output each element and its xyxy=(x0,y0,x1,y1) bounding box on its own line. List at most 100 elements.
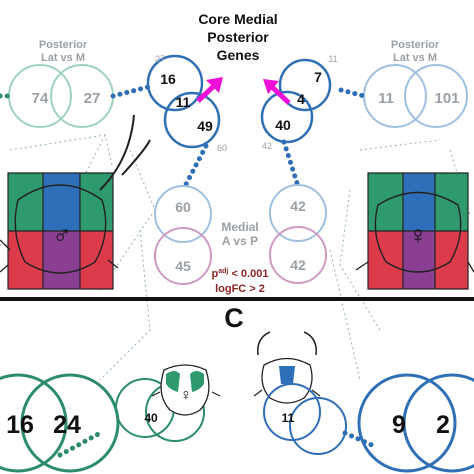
right-grid-lines xyxy=(367,172,469,290)
left-legs-icon xyxy=(0,239,119,273)
medial-label-1: Medial xyxy=(221,220,258,234)
stats-p: p xyxy=(212,268,219,280)
female-symbol-icon: ♀ xyxy=(408,220,428,250)
male-symbol-icon: ♂ xyxy=(52,219,72,249)
bottom-right-blue-patch xyxy=(279,366,295,384)
core-right-value-b: 40 xyxy=(275,117,291,133)
bottom-left-circle-a xyxy=(0,373,68,473)
panel-divider xyxy=(0,297,474,301)
stats-line-2: logFC > 2 xyxy=(215,283,265,295)
core-left-arrowhead-icon xyxy=(206,77,223,93)
left-grid-lines xyxy=(7,172,114,290)
posterior-left-circle-b xyxy=(50,64,114,128)
left-antenna-icon xyxy=(99,114,151,191)
bottom-right-venn: 9 2 xyxy=(357,373,474,473)
bottom-right-circle-a xyxy=(357,373,457,473)
posterior-left-label-1: Posterior xyxy=(39,39,88,51)
posterior-right-value-a: 11 xyxy=(378,90,394,107)
connector-right-core-medial xyxy=(281,139,301,189)
core-left-value-a: 16 xyxy=(160,71,176,87)
connector-left-core-medial xyxy=(181,143,209,191)
bottom-right-insect xyxy=(253,331,321,404)
posterior-right-label-1: Posterior xyxy=(391,39,440,51)
stats-sup: adj xyxy=(218,268,228,275)
medial-left-value-top: 60 xyxy=(175,199,191,215)
core-right-arrow-icon xyxy=(268,83,291,105)
connector-bottom-right xyxy=(342,430,377,449)
connector-right-posterior-core xyxy=(338,87,367,99)
core-left-circle-a xyxy=(146,54,204,112)
title-line-1: Core Medial xyxy=(198,11,277,27)
right-grid-cell-1 xyxy=(368,173,403,231)
posterior-right-value-b: 101 xyxy=(434,90,459,107)
panel-letter: C xyxy=(224,303,244,333)
bottom-left-legs-icon xyxy=(151,391,221,397)
dotted-connectors xyxy=(0,84,377,458)
posterior-left-value-b: 27 xyxy=(84,90,101,107)
medial-right-value-top: 42 xyxy=(290,198,306,214)
left-grid-cell-5 xyxy=(43,231,80,289)
bottom-right-small-circle-a xyxy=(263,383,321,441)
bottom-right-value-b: 2 xyxy=(436,411,450,439)
core-right-circle-b xyxy=(260,90,314,144)
medial-left-circle-top xyxy=(154,185,212,243)
bottom-left-circle-b xyxy=(20,373,120,473)
core-right-venn: 11 7 4 40 42 xyxy=(260,54,338,151)
guide-right xyxy=(329,139,471,381)
core-right-overlap: 4 xyxy=(297,91,305,107)
core-right-value-a: 7 xyxy=(314,69,322,85)
medial-left-value-bottom: 45 xyxy=(175,258,191,274)
title-block: Core Medial Posterior Genes xyxy=(198,11,277,63)
left-insect-outline-icon xyxy=(14,184,107,274)
bottom-left-value-b: 24 xyxy=(53,411,81,439)
bottom-left-green-patch-right xyxy=(190,371,204,392)
bottom-right-antenna-icon xyxy=(257,331,317,356)
medial-right-circle-top xyxy=(269,184,327,242)
stats-threshold: < 0.001 xyxy=(228,268,268,280)
bottom-right-small-venn: 11 xyxy=(263,383,347,455)
posterior-left-value-a: 74 xyxy=(32,90,49,107)
posterior-right-venn: Posterior Lat vs M 11 101 xyxy=(363,39,468,128)
bottom-right-legs-icon xyxy=(253,389,321,397)
core-left-value-b: 49 xyxy=(197,118,213,134)
core-right-circle-a xyxy=(278,58,332,112)
bottom-left-venn: 16 24 xyxy=(0,373,120,473)
bottom-right-small-value: 11 xyxy=(282,411,295,425)
left-grid-cell-4 xyxy=(8,231,43,289)
core-left-circle-b xyxy=(163,91,221,149)
posterior-left-venn: Posterior Lat vs M 74 27 xyxy=(8,39,114,128)
medial-right-value-bottom: 42 xyxy=(290,257,306,273)
core-left-small-bottom: 60 xyxy=(217,143,227,153)
right-grid: ♀ xyxy=(355,172,474,290)
bottom-left-value-a: 16 xyxy=(6,411,34,439)
bottom-left-insect: ♀ xyxy=(151,364,221,416)
stats-line-1: padj < 0.001 xyxy=(212,268,269,280)
right-grid-cell-5 xyxy=(403,231,435,289)
medial-label-2: A vs P xyxy=(222,234,258,248)
bottom-left-green-patch-left xyxy=(166,371,180,392)
left-grid: ♂ xyxy=(0,114,151,290)
stats-block: padj < 0.001 logFC > 2 xyxy=(212,268,269,295)
left-grid-cell-1 xyxy=(8,173,43,231)
core-right-small-bottom: 42 xyxy=(262,141,272,151)
bottom-left-small-value: 40 xyxy=(144,411,158,425)
posterior-right-circle-a xyxy=(363,64,427,128)
title-line-3: Genes xyxy=(217,47,260,63)
title-line-2: Posterior xyxy=(207,29,269,45)
medial-left-venn: 60 45 xyxy=(154,185,212,285)
right-insect-outline-icon xyxy=(374,191,462,273)
medial-right-venn: 42 42 xyxy=(269,184,327,284)
core-left-small-top: 27 xyxy=(155,54,165,64)
bottom-right-value-a: 9 xyxy=(392,411,406,439)
medial-right-circle-bottom xyxy=(269,226,327,284)
bottom-right-small-circle-b xyxy=(289,397,347,455)
bottom-female-symbol-icon: ♀ xyxy=(180,387,192,404)
posterior-left-label-2: Lat vs M xyxy=(41,52,85,64)
core-right-arrowhead-icon xyxy=(263,79,279,94)
connector-bottom-left xyxy=(57,429,105,458)
posterior-right-label-2: Lat vs M xyxy=(393,52,437,64)
left-grid-cell-2 xyxy=(43,173,80,231)
right-legs-icon xyxy=(355,261,474,273)
right-grid-cell-2 xyxy=(403,173,435,231)
